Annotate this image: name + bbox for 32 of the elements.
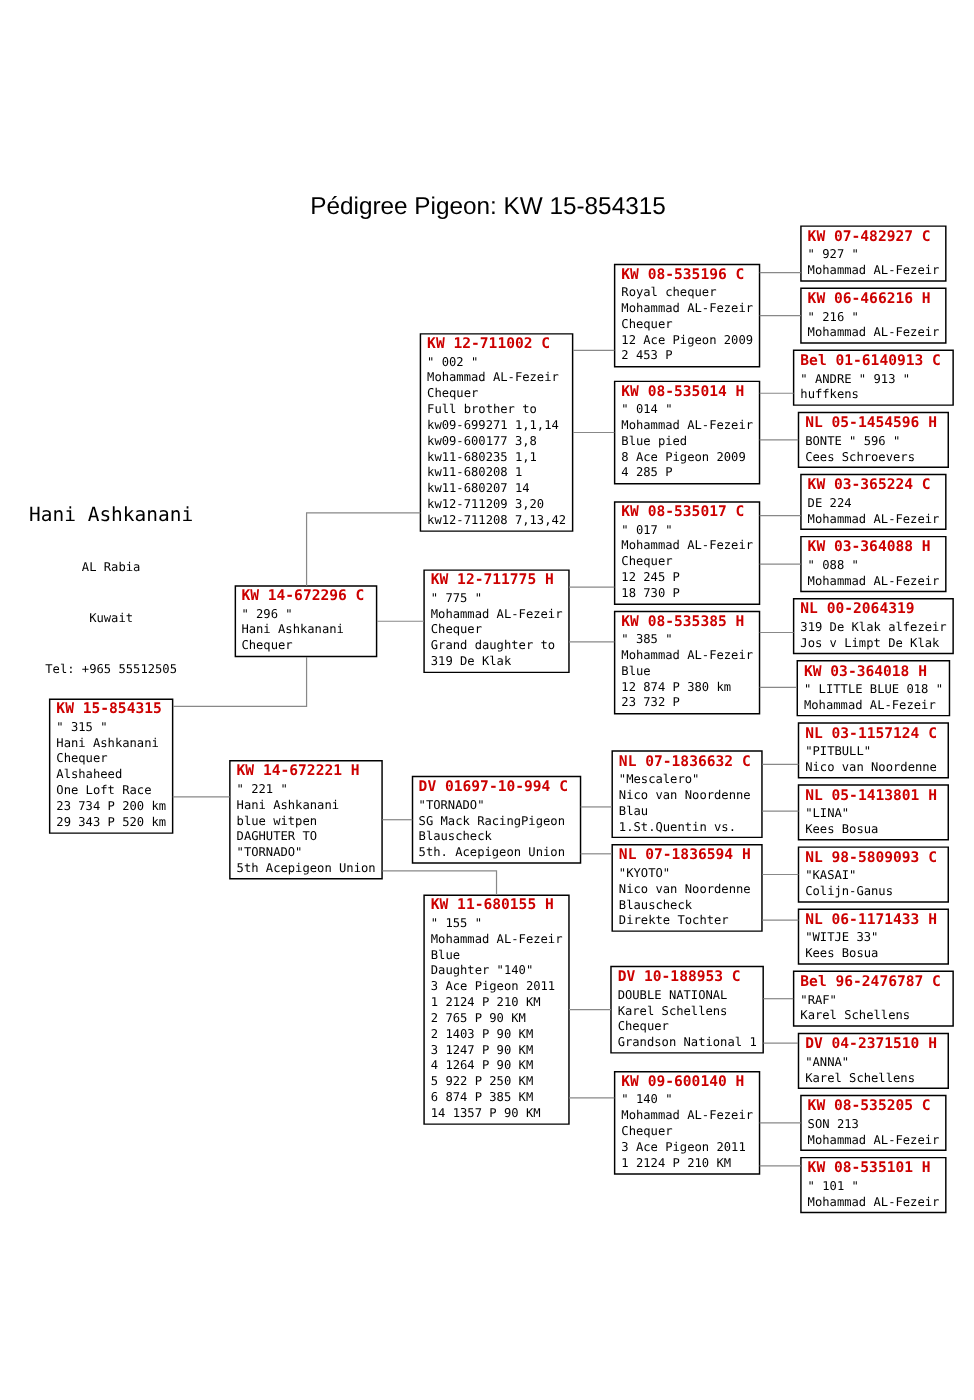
- connector: [758, 685, 797, 687]
- connector: [761, 997, 793, 999]
- connector: [567, 585, 614, 587]
- connector: [758, 438, 798, 440]
- connector: [758, 314, 801, 316]
- connector: [758, 514, 801, 516]
- connector: [380, 818, 412, 820]
- connector: [758, 562, 801, 564]
- connector: [567, 1096, 614, 1098]
- connector: [758, 1121, 801, 1123]
- label: Hani Ashkanani: [28, 504, 193, 527]
- connector: [760, 762, 799, 764]
- connector: [571, 348, 614, 350]
- connector: [171, 655, 307, 707]
- connector: [761, 1041, 798, 1043]
- connector: [760, 872, 799, 875]
- connector: [579, 805, 612, 807]
- connector: [567, 1008, 611, 1010]
- connector: [758, 391, 794, 393]
- connector: [380, 869, 497, 895]
- connector: [571, 430, 614, 433]
- connector: [758, 630, 794, 633]
- connector: [758, 271, 801, 273]
- connector: [579, 852, 612, 854]
- connector: [760, 809, 799, 811]
- connector: [375, 619, 424, 621]
- connector: [567, 640, 614, 642]
- diagram-title: Pédigree Pigeon: KW 15-854315: [309, 190, 665, 219]
- connector: [760, 918, 799, 920]
- connector: [758, 1164, 801, 1166]
- connector: [304, 511, 420, 586]
- connector: [171, 795, 230, 797]
